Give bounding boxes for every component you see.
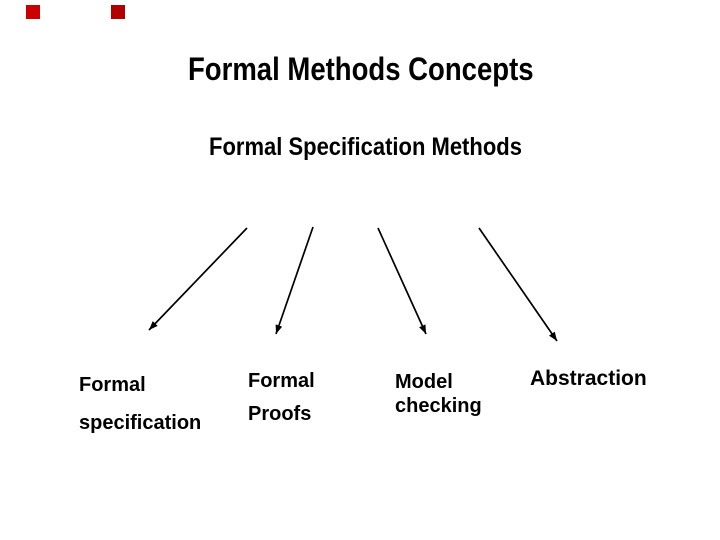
- slide-title: Formal Methods Concepts: [188, 51, 534, 87]
- label-abstraction: Abstraction: [530, 368, 647, 389]
- arrow-line: [275, 226, 314, 335]
- label-line: Abstraction: [530, 367, 647, 390]
- red-square-icon: [111, 5, 125, 19]
- label-line: Model: [395, 371, 453, 393]
- label-formal-specification: Formal specification: [79, 366, 201, 442]
- arrow-line: [478, 227, 558, 342]
- label-line: Formal: [79, 374, 146, 396]
- label-line: Proofs: [248, 403, 312, 425]
- label-line: checking: [395, 395, 482, 417]
- red-square-icon: [26, 5, 40, 19]
- arrow-line: [148, 227, 248, 331]
- arrow-line: [377, 227, 427, 335]
- label-line: Formal: [248, 370, 315, 392]
- slide-subtitle: Formal Specification Methods: [209, 133, 522, 161]
- label-line: specification: [79, 412, 202, 434]
- label-formal-proofs: Formal Proofs: [248, 365, 315, 431]
- label-model-checking: Model checking: [395, 370, 482, 418]
